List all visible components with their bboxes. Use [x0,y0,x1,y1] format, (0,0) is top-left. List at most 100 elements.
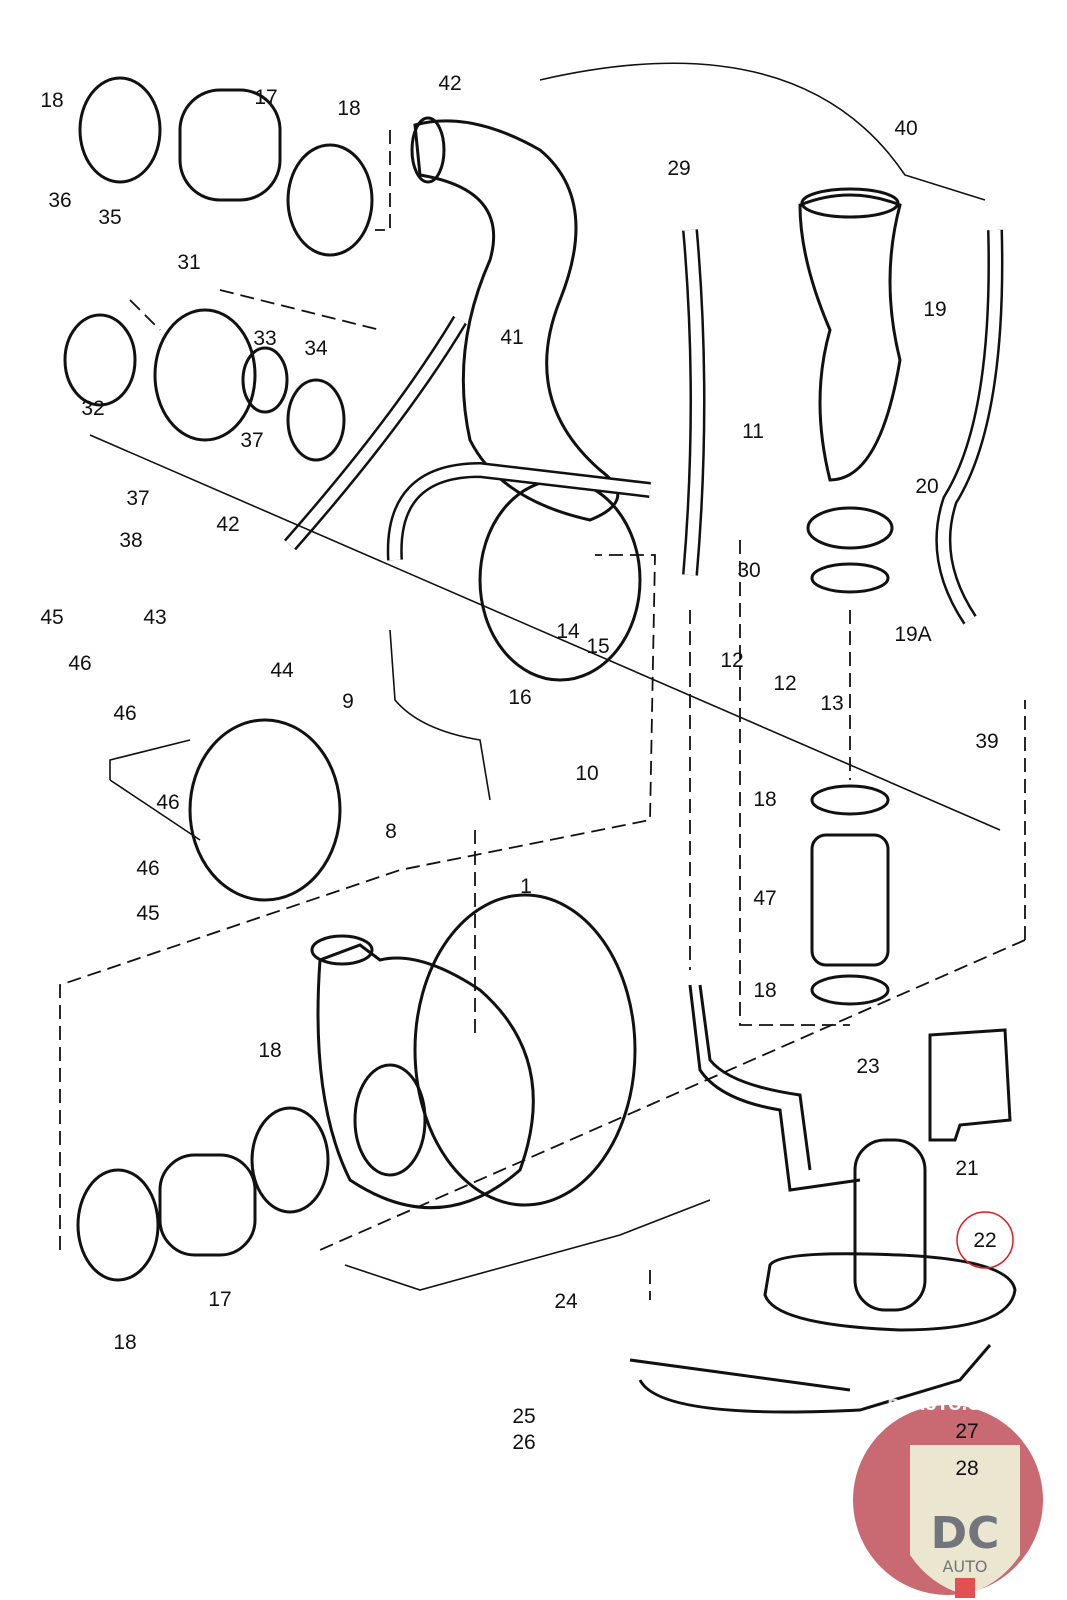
callout-42: 42 [438,72,461,95]
callout-47: 47 [753,887,776,910]
hose-40 [935,229,1004,625]
pump-31 [153,308,257,442]
callout-23: 23 [856,1055,879,1078]
clamp-18 [286,143,374,257]
callout-46: 46 [136,857,159,880]
callout-17: 17 [254,86,277,109]
callout-18: 18 [337,97,360,120]
callout-42: 42 [216,513,239,536]
hose-19 [798,193,902,482]
callout-32: 32 [81,397,104,420]
callout-13: 13 [820,692,843,715]
seal-33 [241,346,289,414]
sleeve-47 [810,833,890,967]
gasket-32 [63,313,137,407]
callout-8: 8 [385,820,397,843]
turbo-inlet [310,934,374,966]
line-9 [389,629,491,801]
callout-46: 46 [156,791,179,814]
callout-46: 46 [68,652,91,675]
callout-45: 45 [136,902,159,925]
callout-11: 11 [742,420,764,443]
turbo-backplate [413,893,637,1207]
gasket-19a [810,562,890,594]
line-turbo [344,1199,711,1291]
intake-pipe-end [410,116,446,184]
callout-16: 16 [508,686,531,709]
ref-line [319,700,1026,1251]
callout-36: 36 [48,189,71,212]
callout-18: 18 [40,89,63,112]
callout-46: 46 [113,702,136,725]
control-valve [188,718,342,902]
muffler [763,1252,1017,1332]
svg-text:DCAUTO.COM: DCAUTO.COM [887,1395,1008,1414]
callout-37: 37 [240,429,263,452]
callout-38: 38 [119,529,142,552]
callout-9: 9 [342,690,354,713]
bracket-23 [928,1028,1012,1142]
ref-line [739,540,851,1026]
svg-text:AUTO: AUTO [942,1557,987,1576]
callout-30: 30 [737,559,760,582]
callout-26: 26 [512,1431,535,1454]
ref-line [129,130,391,331]
callout-31: 31 [177,251,200,274]
svg-text:DC: DC [931,1508,1000,1559]
callout-14: 14 [556,620,580,643]
callout-40: 40 [894,117,917,140]
clamp-18 [810,784,890,816]
callout-33: 33 [253,327,276,350]
callout-21: 21 [955,1157,978,1180]
callout-45: 45 [40,606,63,629]
callout-29: 29 [667,157,690,180]
callout-22: 22 [973,1229,996,1252]
turbo-outlet [353,1063,427,1177]
callout-19: 19 [923,298,946,321]
callout-37: 37 [126,487,149,510]
clamp-18 [810,974,890,1006]
highlight-circle [956,1211,1014,1269]
callout-1: 1 [520,875,532,898]
callout-12: 12 [720,649,743,672]
callout-35: 35 [98,206,121,229]
pipe-21 [688,984,861,1192]
callout-43: 43 [143,606,166,629]
canister-21 [853,1138,927,1312]
callout-27: 27 [955,1420,978,1443]
clamp-18 [78,76,162,184]
line-46 [109,739,201,841]
sleeve-17 [158,1153,257,1257]
callout-15: 15 [586,635,609,658]
callout-12: 12 [773,672,796,695]
callout-24: 24 [554,1290,578,1313]
callout-34: 34 [304,337,328,360]
callout-18: 18 [753,979,776,1002]
callout-28: 28 [955,1457,978,1480]
callout-18: 18 [258,1039,281,1062]
intake-pipe [413,119,620,522]
tailpipe [629,1344,992,1414]
dcauto-watermark-logo: DC AUTO DCAUTO.COM [853,1395,1043,1598]
callout-18: 18 [753,788,776,811]
pump-16 [478,478,642,682]
gasket-34 [286,378,346,462]
ref-line [59,554,656,1250]
callout-17: 17 [208,1288,231,1311]
hose-19-end [800,187,900,219]
sleeve-17 [178,88,282,202]
turbo-compressor [316,943,535,1210]
clamp-18 [76,1168,160,1282]
callout-25: 25 [512,1405,535,1428]
clamp-18 [250,1106,330,1214]
callout-19a: 19A [894,623,931,646]
callout-20: 20 [915,475,938,498]
callout-18: 18 [113,1331,136,1354]
callout-10: 10 [575,762,598,785]
callout-41: 41 [500,326,523,349]
ref-line [474,610,691,1300]
callout-39: 39 [975,730,998,753]
